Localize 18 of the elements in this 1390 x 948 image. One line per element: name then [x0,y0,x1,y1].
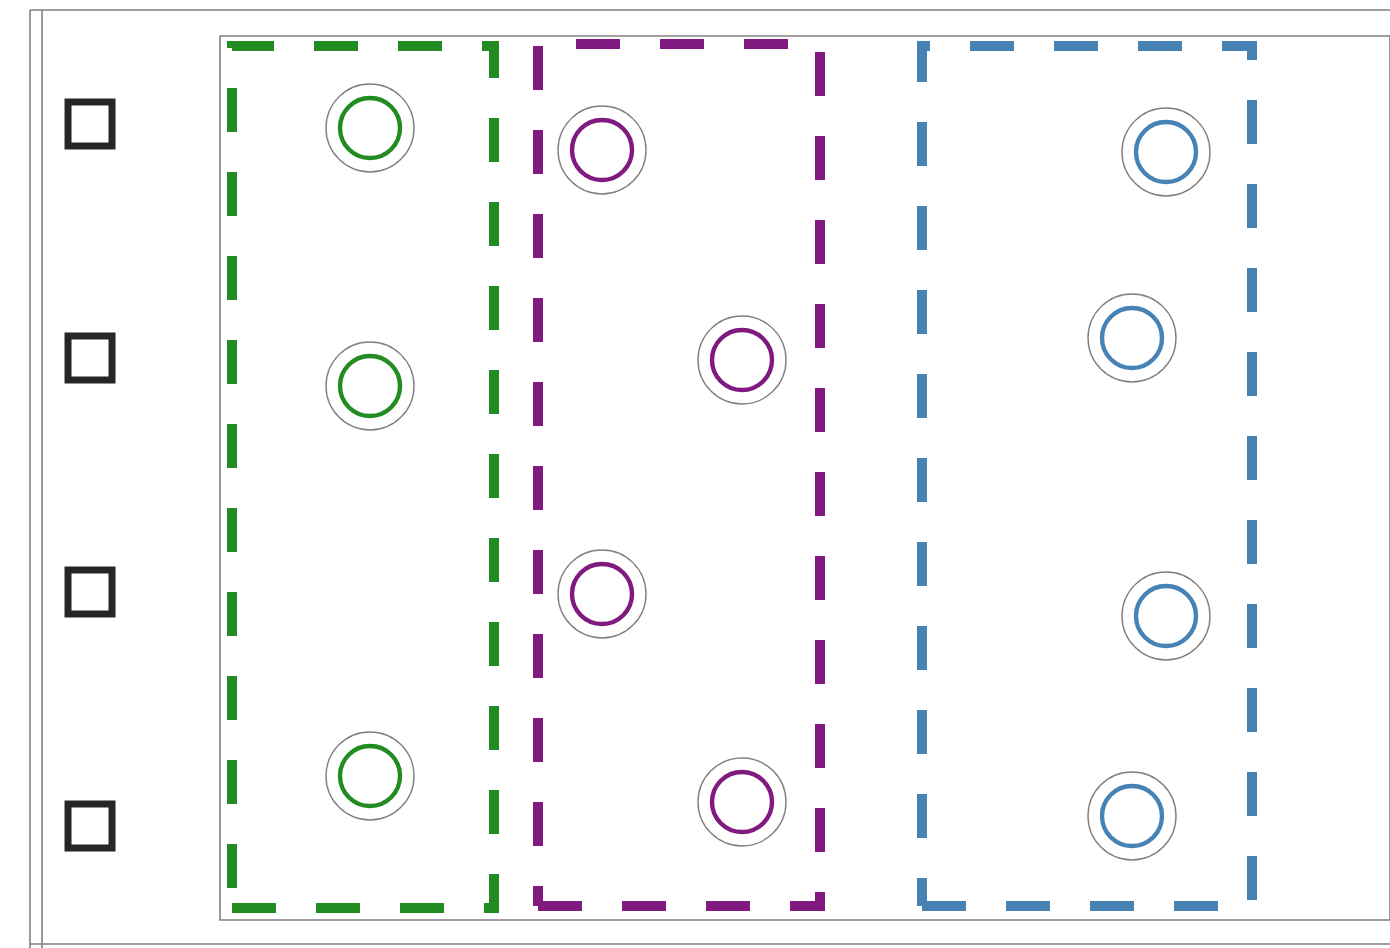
square-marker [64,566,116,618]
ring-marker [1121,571,1211,661]
ring-marker [1121,107,1211,197]
dashed-group-box [917,41,1257,911]
ring-marker [697,757,787,847]
ring-marker [557,549,647,639]
square-marker [64,800,116,852]
ring-marker [1087,771,1177,861]
ring-marker [697,315,787,405]
ring-marker [1087,293,1177,383]
dashed-group-box [533,39,825,911]
square-marker [64,332,116,384]
ring-marker [325,83,415,173]
ring-marker [557,105,647,195]
ring-marker [325,341,415,431]
square-marker [64,98,116,150]
ring-marker [325,731,415,821]
dashed-group-box [227,41,499,913]
